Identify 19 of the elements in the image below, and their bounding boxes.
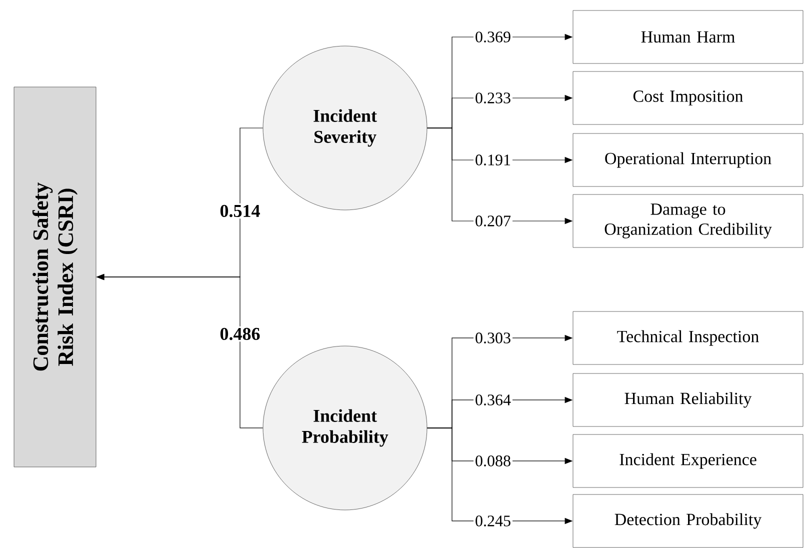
indicator-box: Technical Inspection [572,311,804,365]
indicator-box: Human Reliability [572,373,804,427]
indicator-box: Cost Imposition [572,71,804,125]
edge-label: 0.364 [474,393,512,407]
edge-label: 0.191 [474,153,512,167]
edge-label: 0.303 [474,331,512,345]
edge-label: 0.207 [474,214,512,228]
edge-label: 0.486 [218,326,262,342]
edge-label: 0.514 [218,203,262,219]
edge-label: 0.245 [474,514,512,528]
edge-label: 0.369 [474,30,512,44]
indicator-box: Damage to Organization Credibility [572,194,804,248]
indicator-box: Human Harm [572,10,804,64]
edge-label: 0.088 [474,454,512,468]
indicator-box: Incident Experience [572,434,804,488]
edge-label: 0.233 [474,91,512,105]
indicator-box: Operational Interruption [572,133,804,187]
index-box: Construction Safety Risk Index (CSRI) [14,86,96,468]
indicator-box: Detection Probability [572,494,804,548]
